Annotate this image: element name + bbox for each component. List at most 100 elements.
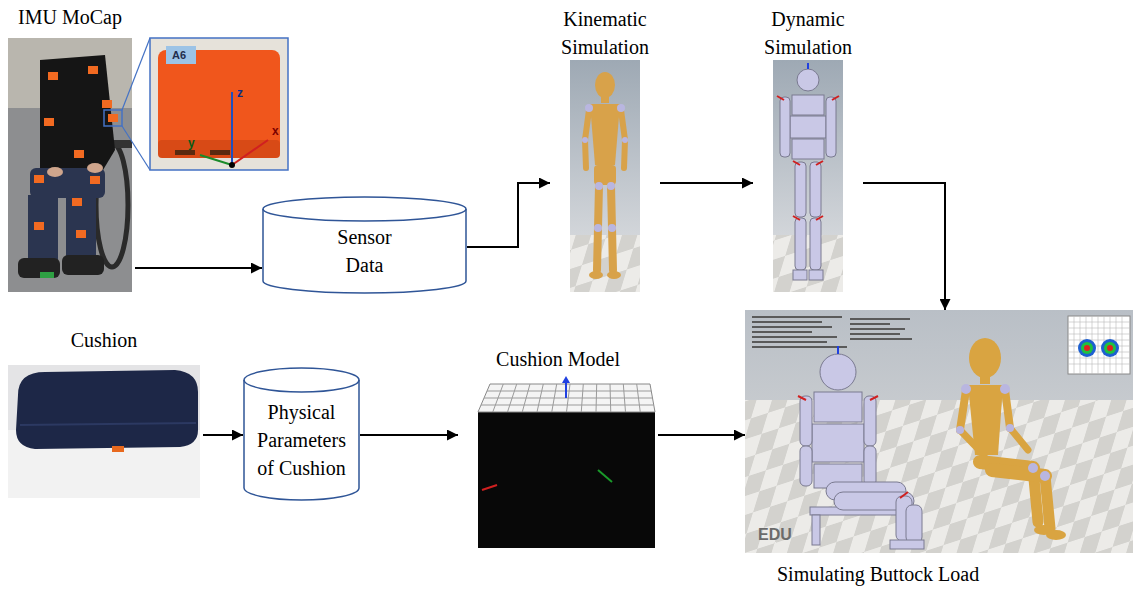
simulation-screenshot-part-part bbox=[850, 333, 900, 335]
simulation-screenshot-part-part bbox=[850, 328, 905, 330]
cylinder-rim bbox=[263, 209, 466, 221]
seated-mannequin-part-part bbox=[1000, 384, 1010, 394]
panel-title: Dynamic Simulation bbox=[758, 5, 858, 61]
dynamic-model-part bbox=[773, 60, 843, 292]
kinematic-mannequin-part bbox=[597, 228, 598, 270]
cylinder-body: Physical Parameters of Cushion bbox=[243, 368, 360, 500]
simulation-panel: Dynamic Simulation bbox=[753, 5, 863, 292]
dynamic-model-part-part bbox=[832, 96, 839, 100]
simulation-screenshot-part-part bbox=[864, 396, 876, 446]
mocap-photo-part bbox=[104, 110, 122, 126]
panel-title: IMU MoCap bbox=[5, 3, 135, 31]
cushion-model-render-part bbox=[562, 376, 570, 383]
simulation-screenshot-part-part bbox=[752, 331, 812, 333]
flow-arrow bbox=[863, 183, 945, 310]
dynamic-model-part bbox=[773, 235, 843, 292]
sensor-id: A6 bbox=[172, 48, 186, 62]
photo-panel: IMU MoCap bbox=[5, 3, 135, 293]
mocap-photo-part-part bbox=[48, 72, 58, 80]
flow-arrow bbox=[135, 267, 262, 269]
dynamic-model-part-part bbox=[777, 96, 784, 100]
panel-title: Kinematic Simulation bbox=[555, 5, 655, 61]
simulation-screenshot-part bbox=[1084, 345, 1090, 351]
kinematic-mannequin-part bbox=[585, 140, 586, 168]
simulation-screenshot-part-part bbox=[800, 396, 812, 446]
cylinder-body-shape bbox=[263, 197, 466, 293]
seated-mannequin-part-part bbox=[961, 384, 971, 394]
mocap-photo-part bbox=[28, 195, 58, 260]
sensor-inset-part bbox=[200, 155, 232, 165]
seated-mannequin-part bbox=[1045, 476, 1050, 528]
dynamic-model-part bbox=[780, 69, 836, 280]
mocap-photo-part-part bbox=[108, 114, 118, 122]
axis-label: y bbox=[188, 136, 195, 150]
sensor-inset-part bbox=[166, 46, 196, 64]
mocap-photo-part bbox=[122, 38, 150, 110]
flow-arrow bbox=[203, 434, 243, 436]
sensor-inset-part bbox=[158, 140, 280, 158]
simulation-screenshot-part-part bbox=[837, 346, 839, 354]
result-panel: Simulating Buttock Load bbox=[745, 310, 1133, 588]
mocap-photo-part bbox=[62, 255, 104, 275]
simulation-screenshot-part-part bbox=[850, 323, 890, 325]
simulation-screenshot-part-part bbox=[850, 338, 912, 340]
mocap-photo-part bbox=[40, 272, 54, 278]
simulation-screenshot-part-part bbox=[752, 326, 832, 328]
kinematic-mannequin-part bbox=[595, 72, 615, 98]
seated-mannequin-part bbox=[956, 384, 1050, 481]
simulation-screenshot-part bbox=[1104, 342, 1116, 354]
mocap-photo-part-part bbox=[102, 100, 112, 108]
simulation-screenshot-part-part bbox=[800, 446, 812, 486]
seated-mannequin-part bbox=[1046, 530, 1066, 540]
dynamic-model-part-part bbox=[816, 216, 823, 220]
kinematic-mannequin bbox=[570, 60, 640, 292]
simulation-screenshot-part-part bbox=[752, 336, 837, 338]
seated-mannequin-part bbox=[969, 338, 1001, 378]
kinematic-mannequin-part-part bbox=[622, 137, 628, 143]
flow-arrow bbox=[360, 434, 458, 436]
seated-mannequin-part-part bbox=[1028, 463, 1038, 473]
cushion-photo-part bbox=[112, 446, 124, 452]
sensor-inset-part bbox=[232, 140, 268, 165]
simulation-screenshot-part bbox=[1068, 316, 1130, 374]
simulation-screenshot-part-part bbox=[870, 396, 878, 400]
seated-mannequin-part bbox=[960, 390, 966, 430]
cushion-photo-part bbox=[16, 370, 198, 449]
cylinder-body: Sensor Data bbox=[262, 197, 467, 293]
dynamic-model-part-part bbox=[826, 97, 836, 157]
simulation-screenshot-part bbox=[1068, 316, 1130, 374]
cushion-model-render-part bbox=[598, 470, 612, 482]
dynamic-model-part-part bbox=[810, 162, 821, 217]
dynamic-model-part-part bbox=[795, 218, 806, 270]
kinematic-mannequin-part bbox=[589, 271, 603, 279]
simulation-screenshot-part bbox=[745, 310, 1133, 553]
data-store-cylinder: Sensor Data bbox=[262, 197, 467, 293]
mocap-photo-part-part bbox=[34, 222, 44, 230]
seated-mannequin-part bbox=[1005, 390, 1010, 428]
cushion-photo-part bbox=[8, 365, 200, 498]
mocap-photo-part-part bbox=[90, 176, 100, 184]
seated-mannequin bbox=[956, 338, 1066, 540]
simulation-screenshot-part-part bbox=[864, 446, 876, 486]
dynamic-model-part-part bbox=[792, 139, 824, 159]
dynamic-model-part-part bbox=[790, 116, 826, 138]
dynamic-model-part-part bbox=[809, 270, 823, 280]
cylinder-label: Physical Parameters of Cushion bbox=[252, 398, 352, 482]
mocap-photo-part-part bbox=[76, 230, 86, 238]
sensor-inset bbox=[150, 38, 288, 170]
kinematic-mannequin-part bbox=[601, 97, 609, 103]
kinematic-mannequin-part bbox=[570, 60, 640, 292]
dynamic-model-part-part bbox=[807, 63, 809, 69]
cushion-photo-part bbox=[20, 423, 196, 425]
simulation-screenshot-part bbox=[752, 316, 912, 348]
kinematic-mannequin-part bbox=[611, 186, 612, 228]
simulation-panel: Kinematic Simulation bbox=[550, 5, 660, 292]
mocap-photo-part-part bbox=[72, 198, 82, 206]
kinematic-mannequin-part bbox=[607, 271, 621, 279]
mocap-photo-part bbox=[8, 38, 132, 292]
seated-mannequin-part bbox=[1010, 428, 1028, 450]
dynamic-model-part-part bbox=[816, 161, 823, 165]
cushion-model-render-part bbox=[478, 412, 655, 548]
